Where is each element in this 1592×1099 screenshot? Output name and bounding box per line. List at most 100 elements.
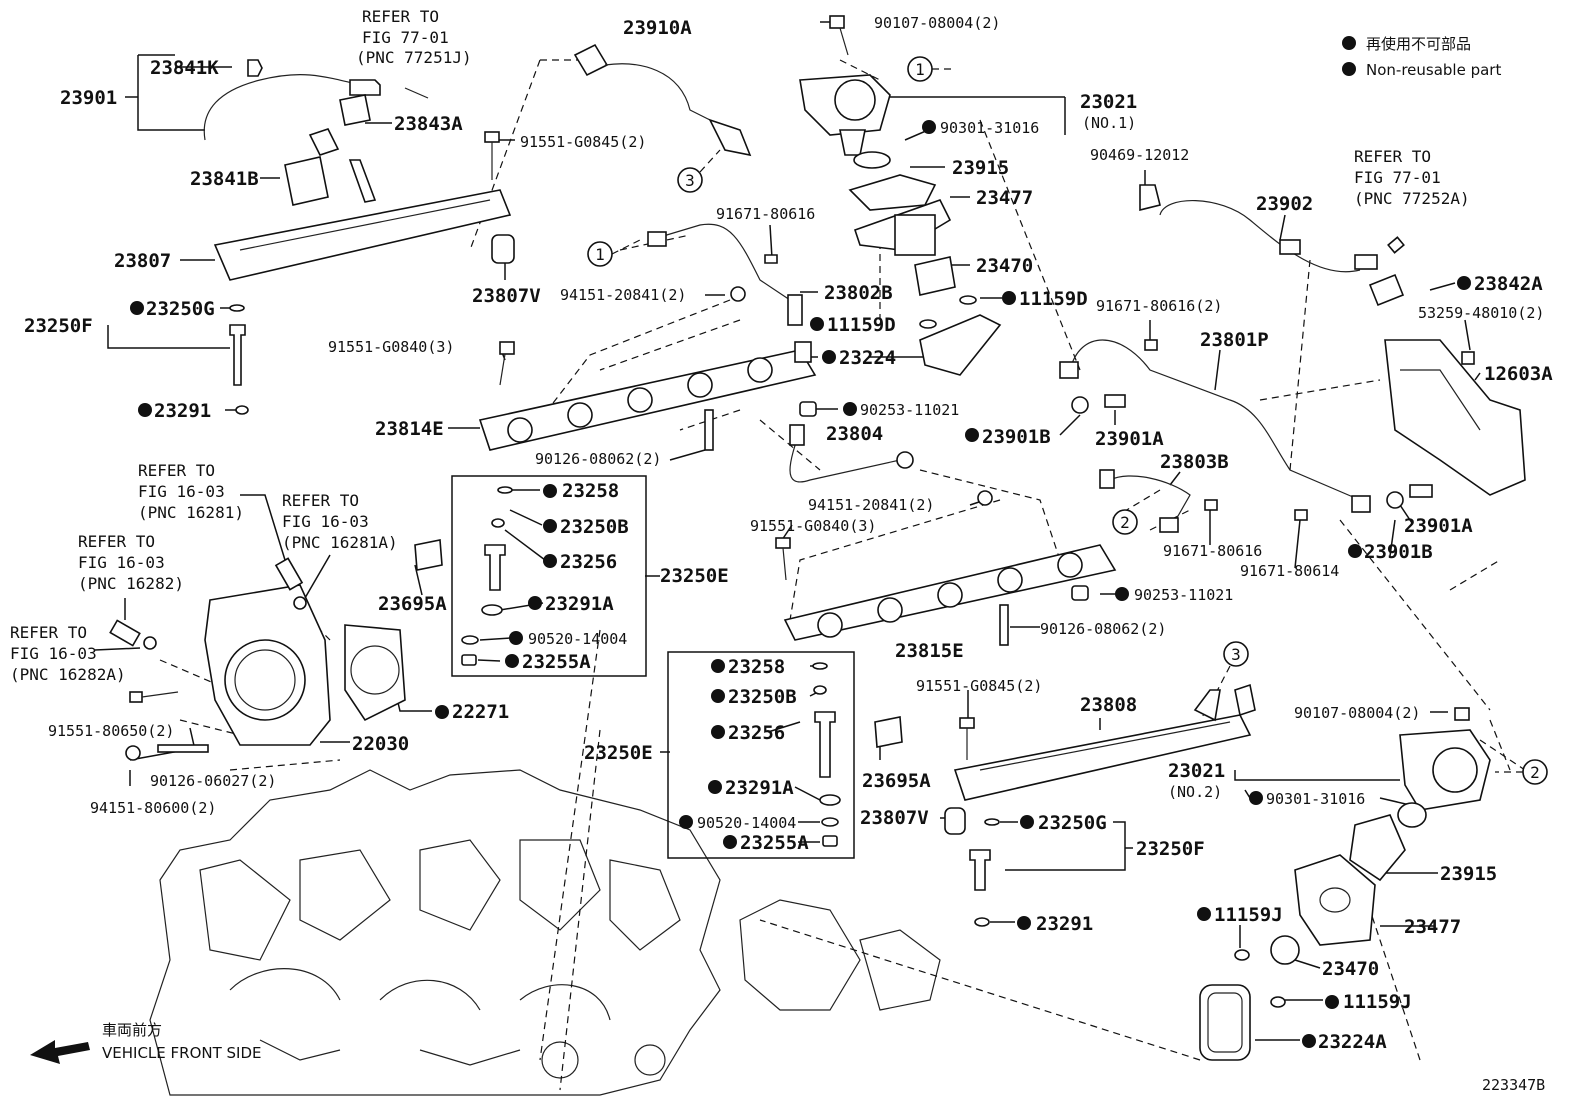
label-23250E: 23250E — [660, 565, 729, 587]
bolt-91671-80614 — [1294, 509, 1308, 521]
label-23250B: 23250B — [560, 516, 629, 538]
clamp-23843A — [339, 94, 371, 126]
svg-text:FIG 16-03: FIG 16-03 — [78, 553, 165, 572]
label-23224A: 23224A — [1318, 1031, 1387, 1053]
hose-23902 — [1159, 199, 1405, 273]
front-label-jp: 車両前方 — [102, 1021, 162, 1039]
label-22030: 22030 — [352, 733, 409, 755]
label-94151-20841: 94151-20841(2) — [560, 286, 686, 304]
label-90126-08062-mid: 90126-08062(2) — [1040, 620, 1166, 638]
lifter-23470-top — [914, 256, 956, 296]
svg-text:FIG 16-03: FIG 16-03 — [138, 482, 225, 501]
stud-90126-08062-mid — [999, 604, 1009, 646]
svg-text:2: 2 — [1120, 513, 1130, 532]
injector-23250F-right — [969, 818, 1000, 927]
label-23021-no2: 23021 — [1168, 760, 1225, 782]
refer-77-01-a: REFER TO FIG 77-01 (PNC 77251J) — [356, 7, 472, 99]
svg-text:(PNC 16282A): (PNC 16282A) — [10, 665, 126, 684]
spacer-23695A-left — [414, 539, 443, 571]
lifter-body-23477-top — [853, 199, 952, 256]
label-90520-14004: 90520-14004 — [528, 630, 627, 648]
label-90253-11021-mid: 90253-11021 — [1134, 586, 1233, 604]
label-23803B: 23803B — [1160, 451, 1229, 473]
gasket-22271 — [344, 624, 406, 722]
oring-11159J-bottom — [1270, 996, 1286, 1008]
oring-11159J-top — [1234, 949, 1250, 961]
bolt-91671-80616-2 — [1144, 339, 1158, 351]
label-12603A: 12603A — [1484, 363, 1553, 385]
svg-text:2: 2 — [1530, 763, 1540, 782]
gasket-23915-right — [1349, 814, 1406, 882]
label-23291-b: 23291 — [1036, 913, 1093, 935]
label-23258-b: 23258 — [728, 656, 785, 678]
label-23477-right: 23477 — [1404, 916, 1461, 938]
label-23807: 23807 — [114, 250, 171, 272]
label-23807V-b: 23807V — [860, 807, 929, 829]
callout-1-top: 1 — [907, 56, 955, 82]
svg-text:FIG 16-03: FIG 16-03 — [282, 512, 369, 531]
label-23021-no1-sub: (NO.1) — [1082, 114, 1136, 132]
gasket-23224A — [1199, 984, 1251, 1061]
legend-en: Non-reusable part — [1366, 61, 1501, 79]
svg-text:(PNC 16282): (PNC 16282) — [78, 574, 184, 593]
label-23256-b: 23256 — [728, 722, 785, 744]
pipe-23807 — [213, 159, 512, 281]
label-23807V: 23807V — [472, 285, 541, 307]
label-23250E-b: 23250E — [584, 742, 653, 764]
damper-23807V-right — [944, 807, 966, 835]
oring-11159D-mid — [919, 319, 937, 329]
label-11159J-top: 11159J — [1214, 904, 1283, 926]
clamp-23901B-right — [1386, 491, 1404, 509]
label-94151-80600: 94151-80600(2) — [90, 799, 216, 817]
clamp-23901B-left — [1071, 396, 1089, 414]
label-23470: 23470 — [976, 255, 1033, 277]
bolt-91671-80616-mid — [1204, 499, 1218, 511]
label-23695A-b: 23695A — [862, 770, 931, 792]
insulator-90253-11021-top — [799, 401, 817, 417]
clip-90469-12012 — [1139, 184, 1161, 212]
oring-11159D-right — [959, 295, 977, 305]
tube-23910A — [573, 43, 752, 157]
label-23477: 23477 — [976, 187, 1033, 209]
label-23814E: 23814E — [375, 418, 444, 440]
svg-text:REFER TO: REFER TO — [78, 532, 155, 551]
cover-12603A — [1384, 339, 1526, 496]
injector-23250F-top — [229, 304, 249, 415]
label-22271: 22271 — [452, 701, 509, 723]
label-91671-80616-2: 91671-80616(2) — [1096, 297, 1222, 315]
label-23250G: 23250G — [146, 298, 215, 320]
injector-kit-box-1 — [451, 475, 647, 677]
gasket-23915-top — [848, 174, 937, 211]
nut-94151-80600 — [125, 745, 141, 761]
oring-90301-31016-right — [1397, 802, 1427, 828]
legend-jp: 再使用不可部品 — [1366, 35, 1471, 53]
label-23255A: 23255A — [522, 651, 591, 673]
label-23258: 23258 — [562, 480, 619, 502]
label-23808: 23808 — [1080, 694, 1137, 716]
svg-text:REFER TO: REFER TO — [10, 623, 87, 642]
pump-23021-no2 — [1399, 729, 1491, 811]
fuel-hose-23901 — [203, 59, 381, 156]
hose-ref-16282 — [109, 619, 141, 647]
fuel-rail-23815E — [783, 544, 1117, 641]
label-23250F: 23250F — [24, 315, 93, 337]
svg-text:FIG 77-01: FIG 77-01 — [1354, 168, 1441, 187]
label-11159D-right: 11159D — [1019, 288, 1088, 310]
label-90126-08062: 90126-08062(2) — [535, 450, 661, 468]
vehicle-front-indicator: 車両前方 VEHICLE FRONT SIDE — [30, 1021, 262, 1064]
callout-3-top: 3 — [677, 149, 721, 193]
label-23255A-b: 23255A — [740, 832, 809, 854]
label-23843A: 23843A — [394, 113, 463, 135]
label-23902: 23902 — [1256, 193, 1313, 215]
bolt-91551-G0845-right — [959, 717, 975, 760]
bolt-23901A-left — [1104, 394, 1126, 408]
callout-3-right: 3 — [1214, 641, 1249, 696]
svg-text:REFER TO: REFER TO — [138, 461, 215, 480]
label-90301-31016-right: 90301-31016 — [1266, 790, 1365, 808]
svg-text:FIG 77-01: FIG 77-01 — [362, 28, 449, 47]
label-23915-right: 23915 — [1440, 863, 1497, 885]
damper-23807V — [491, 234, 515, 264]
svg-text:(PNC 77252A): (PNC 77252A) — [1354, 189, 1470, 208]
label-90301-31016: 90301-31016 — [940, 119, 1039, 137]
svg-text:1: 1 — [595, 245, 605, 264]
